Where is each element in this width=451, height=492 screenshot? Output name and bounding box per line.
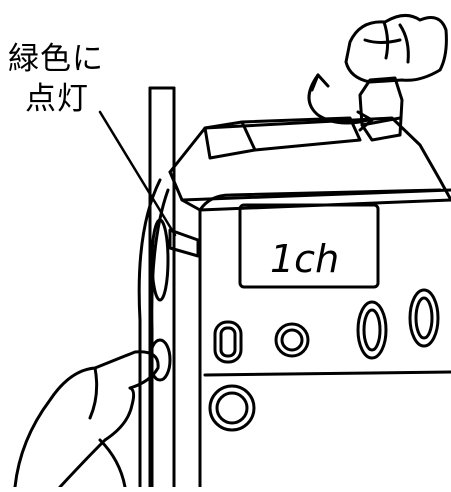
button-left[interactable] xyxy=(213,320,243,364)
rotate-arrow-icon xyxy=(307,73,374,132)
button-oval-2[interactable] xyxy=(408,288,440,348)
button-round[interactable] xyxy=(274,322,310,358)
lcd-display: 1ch xyxy=(238,203,380,289)
front-buttons xyxy=(208,288,440,432)
hand-pressing-button-icon xyxy=(13,350,160,489)
callout-line-2: 点灯 xyxy=(25,81,89,117)
button-oval-1[interactable] xyxy=(356,300,388,360)
callout-line-1: 緑色に xyxy=(8,41,104,77)
lcd-channel-text: 1ch xyxy=(270,237,339,281)
antenna xyxy=(148,86,176,489)
button-bottom-round[interactable] xyxy=(208,384,256,432)
radio-body xyxy=(98,110,451,489)
